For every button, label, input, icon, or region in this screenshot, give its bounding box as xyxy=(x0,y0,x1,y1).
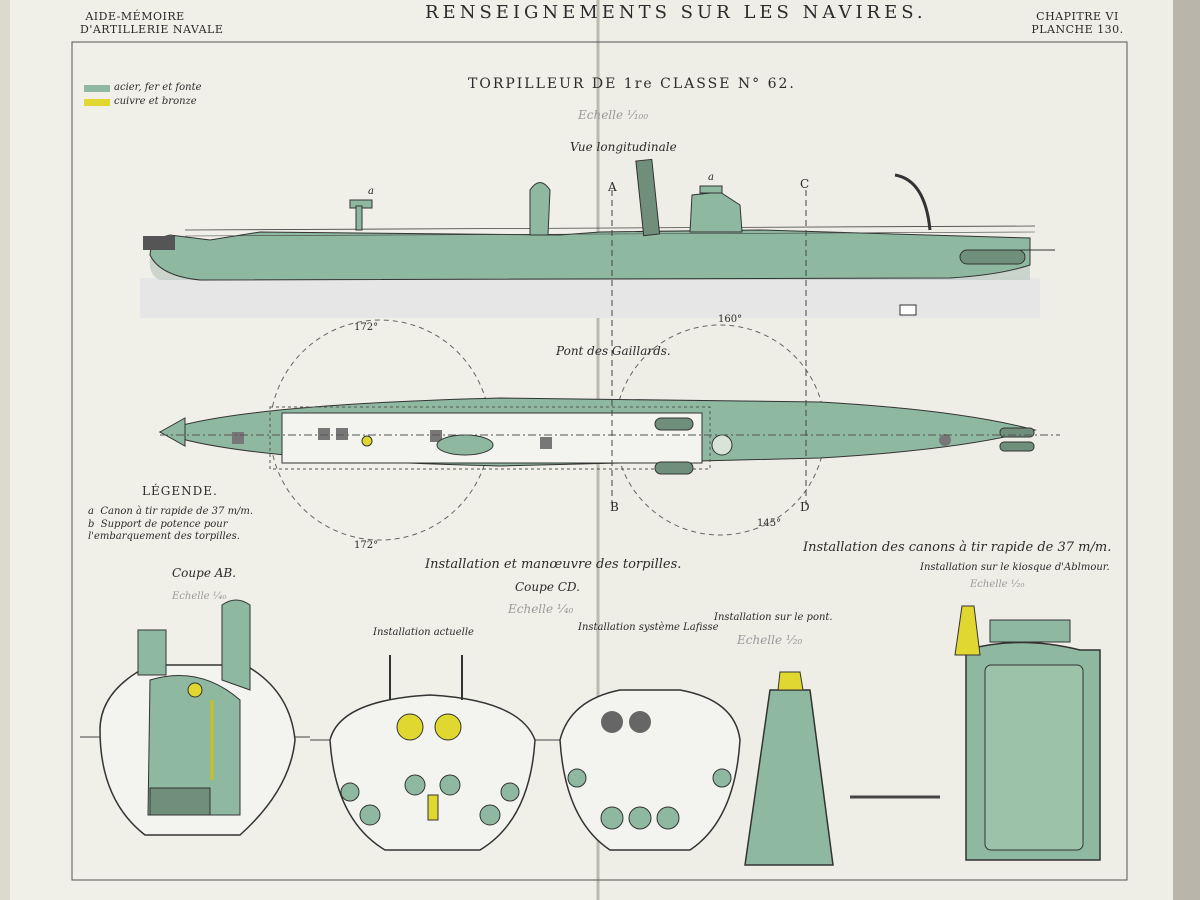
legend-key-a: a xyxy=(88,506,94,517)
legend-text-b: Support de potence pour l'embarquement d… xyxy=(88,519,240,542)
view-longitudinal-label: Vue longitudinale xyxy=(570,140,677,154)
arc-label-2: 160° xyxy=(718,314,743,325)
key-brass-label: cuivre et bronze xyxy=(114,96,197,107)
coupe-ab-section xyxy=(80,599,310,836)
deck-install-label: Installation sur le pont. xyxy=(714,612,833,623)
steel-swatch xyxy=(84,85,110,92)
kiosk-gun-mount xyxy=(954,605,1101,861)
header-right-line2: PLANCHE 130. xyxy=(1031,23,1124,36)
brass-swatch xyxy=(84,99,110,106)
header-center: RENSEIGNEMENTS SUR LES NAVIRES. xyxy=(425,2,927,23)
drawing-title: TORPILLEUR DE 1re CLASSE N° 62. xyxy=(468,76,796,92)
section-mark-a: A xyxy=(608,180,617,194)
header-right-line1: CHAPITRE VI xyxy=(1036,10,1119,23)
drawing-scale: Echelle ¹⁄₁₀₀ xyxy=(578,108,649,122)
legend-title: LÉGENDE. xyxy=(142,484,218,498)
section-mark-c: C xyxy=(800,177,810,191)
legend-text-a: Canon à tir rapide de 37 m/m. xyxy=(100,506,254,517)
section-mark-b: B xyxy=(610,500,619,514)
plate-frame xyxy=(71,41,1128,881)
gun-mark-a-1: a xyxy=(368,186,374,197)
deck-gun-mount xyxy=(744,671,940,866)
torpedo-heading: Installation et manœuvre des torpilles. xyxy=(425,557,682,572)
coupe-ab-label: Coupe AB. xyxy=(172,566,237,580)
deck-install-scale: Echelle ¹⁄₂₀ xyxy=(737,633,803,647)
installation-lafisse-label: Installation système Lafisse xyxy=(578,622,719,633)
longitudinal-view xyxy=(140,158,1055,318)
deck-plan xyxy=(158,310,1060,541)
header-left-line1: AIDE-MÉMOIRE xyxy=(85,10,185,23)
installation-actuelle-label: Installation actuelle xyxy=(373,627,474,638)
legend-item-a: a Canon à tir rapide de 37 m/m. xyxy=(88,506,253,517)
installation-actuelle-section xyxy=(310,655,560,851)
header-left-line2: D'ARTILLERIE NAVALE xyxy=(80,23,224,36)
coupe-cd-label: Coupe CD. xyxy=(515,580,580,594)
coupe-cd-scale: Echelle ¹⁄₄₀ xyxy=(508,602,574,616)
legend-item-b: b Support de potence pour l'embarquement… xyxy=(88,519,258,543)
guns-heading: Installation des canons à tir rapide de … xyxy=(803,540,1112,555)
header-left: AIDE-MÉMOIRE D'ARTILLERIE NAVALE xyxy=(80,10,224,36)
installation-lafisse-section xyxy=(559,689,741,851)
arc-label-4: 145° xyxy=(757,518,782,529)
arc-label-1: 172° xyxy=(354,322,379,333)
view-deck-label: Pont des Gaillards. xyxy=(556,344,671,358)
key-steel-label: acier, fer et fonte xyxy=(114,82,202,93)
header-right: CHAPITRE VI PLANCHE 130. xyxy=(1030,10,1125,36)
arc-label-3: 172° xyxy=(354,540,379,551)
section-mark-d: D xyxy=(800,500,810,514)
legend-key-b: b xyxy=(88,519,95,530)
gun-mark-a-2: a xyxy=(708,172,714,183)
coupe-ab-scale: Echelle ¹⁄₄₀ xyxy=(172,591,227,602)
kiosk-install-label: Installation sur le kiosque d'Ablmour. xyxy=(920,562,1110,573)
kiosk-install-scale: Echelle ¹⁄₂₀ xyxy=(970,579,1025,590)
